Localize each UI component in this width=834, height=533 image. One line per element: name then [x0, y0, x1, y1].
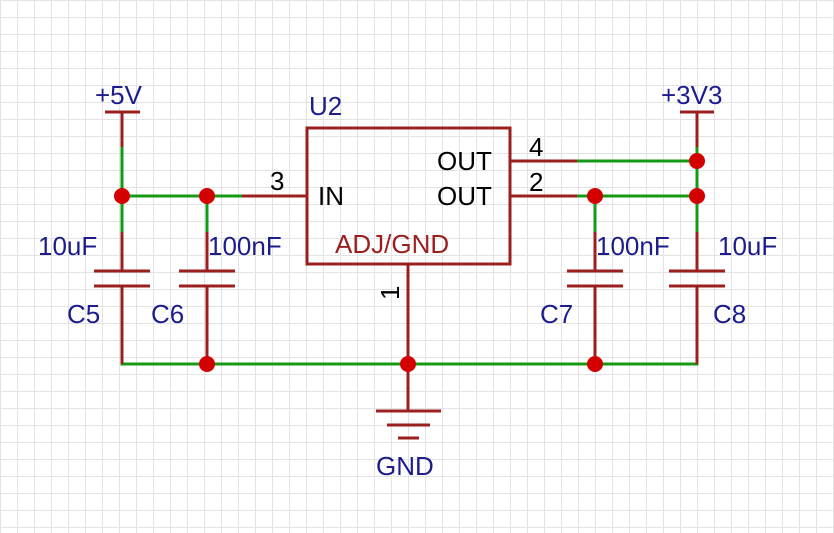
cap-c6-value: 100nF	[208, 231, 282, 261]
regulator-designator: U2	[309, 91, 342, 121]
junction-dot	[587, 188, 603, 204]
regulator-pin-adj-label: ADJ/GND	[335, 229, 449, 259]
capacitor-c6[interactable]	[179, 232, 235, 364]
regulator-pin-in-label: IN	[318, 181, 344, 211]
junction-dot	[114, 188, 130, 204]
junction-dot	[400, 356, 416, 372]
cap-c5-ref: C5	[67, 299, 100, 329]
regulator-pin-out-a-label: OUT	[437, 146, 492, 176]
junctions	[114, 153, 705, 372]
net-label-gnd: GND	[376, 451, 434, 481]
labels: +5V +3V3 GND U2 IN OUT OUT ADJ/GND 3 4 2…	[38, 80, 777, 481]
pin-number-3: 3	[270, 166, 284, 196]
junction-dot	[689, 188, 705, 204]
junction-dot	[199, 356, 215, 372]
regulator-pin-out-b-label: OUT	[437, 181, 492, 211]
junction-dot	[199, 188, 215, 204]
cap-c5-value: 10uF	[38, 231, 97, 261]
cap-c8-ref: C8	[713, 299, 746, 329]
capacitor-c8[interactable]	[669, 232, 725, 364]
cap-c6-ref: C6	[151, 299, 184, 329]
ground-symbol[interactable]	[376, 364, 441, 440]
cap-c8-value: 10uF	[718, 231, 777, 261]
capacitor-c7[interactable]	[567, 232, 623, 364]
components	[94, 110, 725, 440]
cap-c7-ref: C7	[540, 299, 573, 329]
pin-number-1: 1	[375, 286, 405, 300]
junction-dot	[689, 153, 705, 169]
pin-number-2: 2	[529, 167, 543, 197]
junction-dot	[587, 356, 603, 372]
capacitor-c5[interactable]	[94, 232, 150, 364]
net-label-3v3: +3V3	[661, 80, 722, 110]
net-label-5v: +5V	[95, 80, 143, 110]
cap-c7-value: 100nF	[596, 231, 670, 261]
pin-number-4: 4	[529, 132, 543, 162]
